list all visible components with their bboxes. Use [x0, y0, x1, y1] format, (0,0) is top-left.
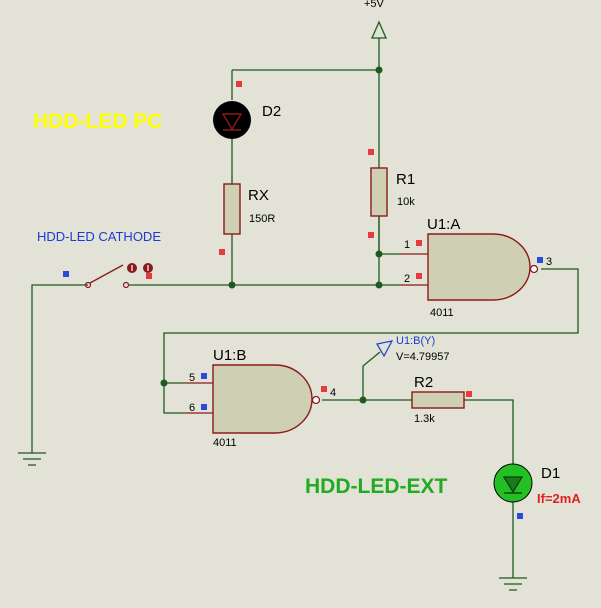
gate-u1a-part: 4011: [430, 307, 454, 319]
switch-contact-right: [122, 281, 130, 289]
logic-high-marker: [236, 81, 242, 87]
resistor-r2-body: [411, 391, 465, 409]
gate-u1b-body: [212, 364, 313, 434]
logic-high-marker: [416, 273, 422, 279]
probe-name: U1:B(Y): [396, 335, 435, 347]
logic-high-marker: [416, 240, 422, 246]
resistor-rx-ref: RX: [248, 187, 269, 204]
switch-contact-left: [84, 281, 92, 289]
gate-u1b-ref: U1:B: [213, 347, 246, 364]
led-d1-triangle-icon: [502, 476, 524, 494]
junction-dot: [359, 396, 367, 404]
wire-r2-d1: [464, 399, 514, 466]
probe-reading: V=4.79957: [396, 351, 450, 363]
led-d2-triangle-icon: [221, 113, 243, 131]
cathode-label: HDD-LED CATHODE: [37, 229, 161, 244]
wire-gate-a-out: [163, 268, 579, 414]
gate-u1a-ref: U1:A: [427, 216, 460, 233]
wires: [31, 38, 579, 578]
logic-high-marker: [368, 232, 374, 238]
logic-low-marker: [63, 271, 69, 277]
power-label: +5V: [364, 0, 385, 10]
resistor-r1-body: [370, 167, 388, 217]
logic-high-marker: [368, 149, 374, 155]
junction-dot: [375, 250, 383, 258]
gate-u1b[interactable]: U1:B 4011 5 6 4: [185, 347, 336, 449]
switch-knob-mark: [131, 265, 149, 271]
voltage-probe[interactable]: U1:B(Y) V=4.79957: [376, 335, 450, 363]
gate-u1a-pin1-number: 1: [404, 239, 410, 251]
gate-u1a-body: [427, 233, 531, 301]
junction-dot: [228, 281, 236, 289]
junction-dot: [375, 281, 383, 289]
led-d1-caption: HDD-LED-EXT: [305, 475, 447, 498]
gate-u1b-bubble: [311, 395, 321, 405]
gate-u1a-pin3-number: 3: [546, 256, 552, 268]
gate-u1a-bubble: [529, 264, 539, 274]
junctions: [160, 66, 383, 404]
logic-high-marker: [321, 386, 327, 392]
wire-switch-left: [31, 284, 88, 453]
wire-r1-bottom: [378, 216, 400, 255]
resistor-r1-ref: R1: [396, 171, 415, 188]
ground-icon: [18, 452, 46, 466]
resistor-r2-ref: R2: [414, 374, 433, 391]
led-d1-ref: D1: [541, 465, 560, 482]
led-d1-current: If=2mA: [537, 491, 581, 506]
gate-u1b-pin6-number: 6: [189, 402, 195, 414]
resistor-rx-value: 150R: [249, 213, 275, 225]
logic-low-marker: [201, 373, 207, 379]
switch-lever: [89, 264, 124, 284]
gate-u1a[interactable]: U1:A 4011 1 2 3: [400, 216, 552, 319]
resistor-rx-body: [223, 183, 241, 235]
power-terminal[interactable]: +5V: [364, 0, 387, 39]
led-d2-caption: HDD-LED PC: [33, 110, 163, 133]
junction-dot: [160, 379, 168, 387]
resistor-r1-value: 10k: [397, 196, 415, 208]
resistor-rx[interactable]: RX 150R: [223, 183, 275, 235]
junction-dot: [375, 66, 383, 74]
power-arrow-icon: [371, 20, 387, 39]
ground-icon: [499, 577, 527, 591]
gate-u1b-pin4-number: 4: [330, 387, 336, 399]
switch[interactable]: [84, 263, 154, 289]
led-d1[interactable]: D1 If=2mA: [493, 463, 581, 506]
led-d2-ref: D2: [262, 103, 281, 120]
logic-low-marker: [517, 513, 523, 519]
resistor-r2[interactable]: R2 1.3k: [411, 374, 465, 425]
logic-low-marker: [537, 257, 543, 263]
probe-arrow-icon: [376, 340, 394, 358]
resistor-r1[interactable]: R1 10k: [370, 167, 415, 217]
logic-high-marker: [146, 273, 152, 279]
gate-u1b-pin5-number: 5: [189, 372, 195, 384]
led-d2-body: [213, 101, 251, 139]
pin-state-markers: [63, 81, 543, 519]
gate-u1a-pin2-number: 2: [404, 273, 410, 285]
ground-left: [18, 452, 46, 466]
logic-low-marker: [201, 404, 207, 410]
logic-high-marker: [219, 249, 225, 255]
logic-high-marker: [466, 391, 472, 397]
led-d2[interactable]: D2: [213, 101, 281, 139]
ground-right: [499, 577, 527, 591]
gate-u1b-part: 4011: [213, 437, 237, 449]
wire-probe: [362, 351, 381, 400]
resistor-r2-value: 1.3k: [414, 413, 435, 425]
